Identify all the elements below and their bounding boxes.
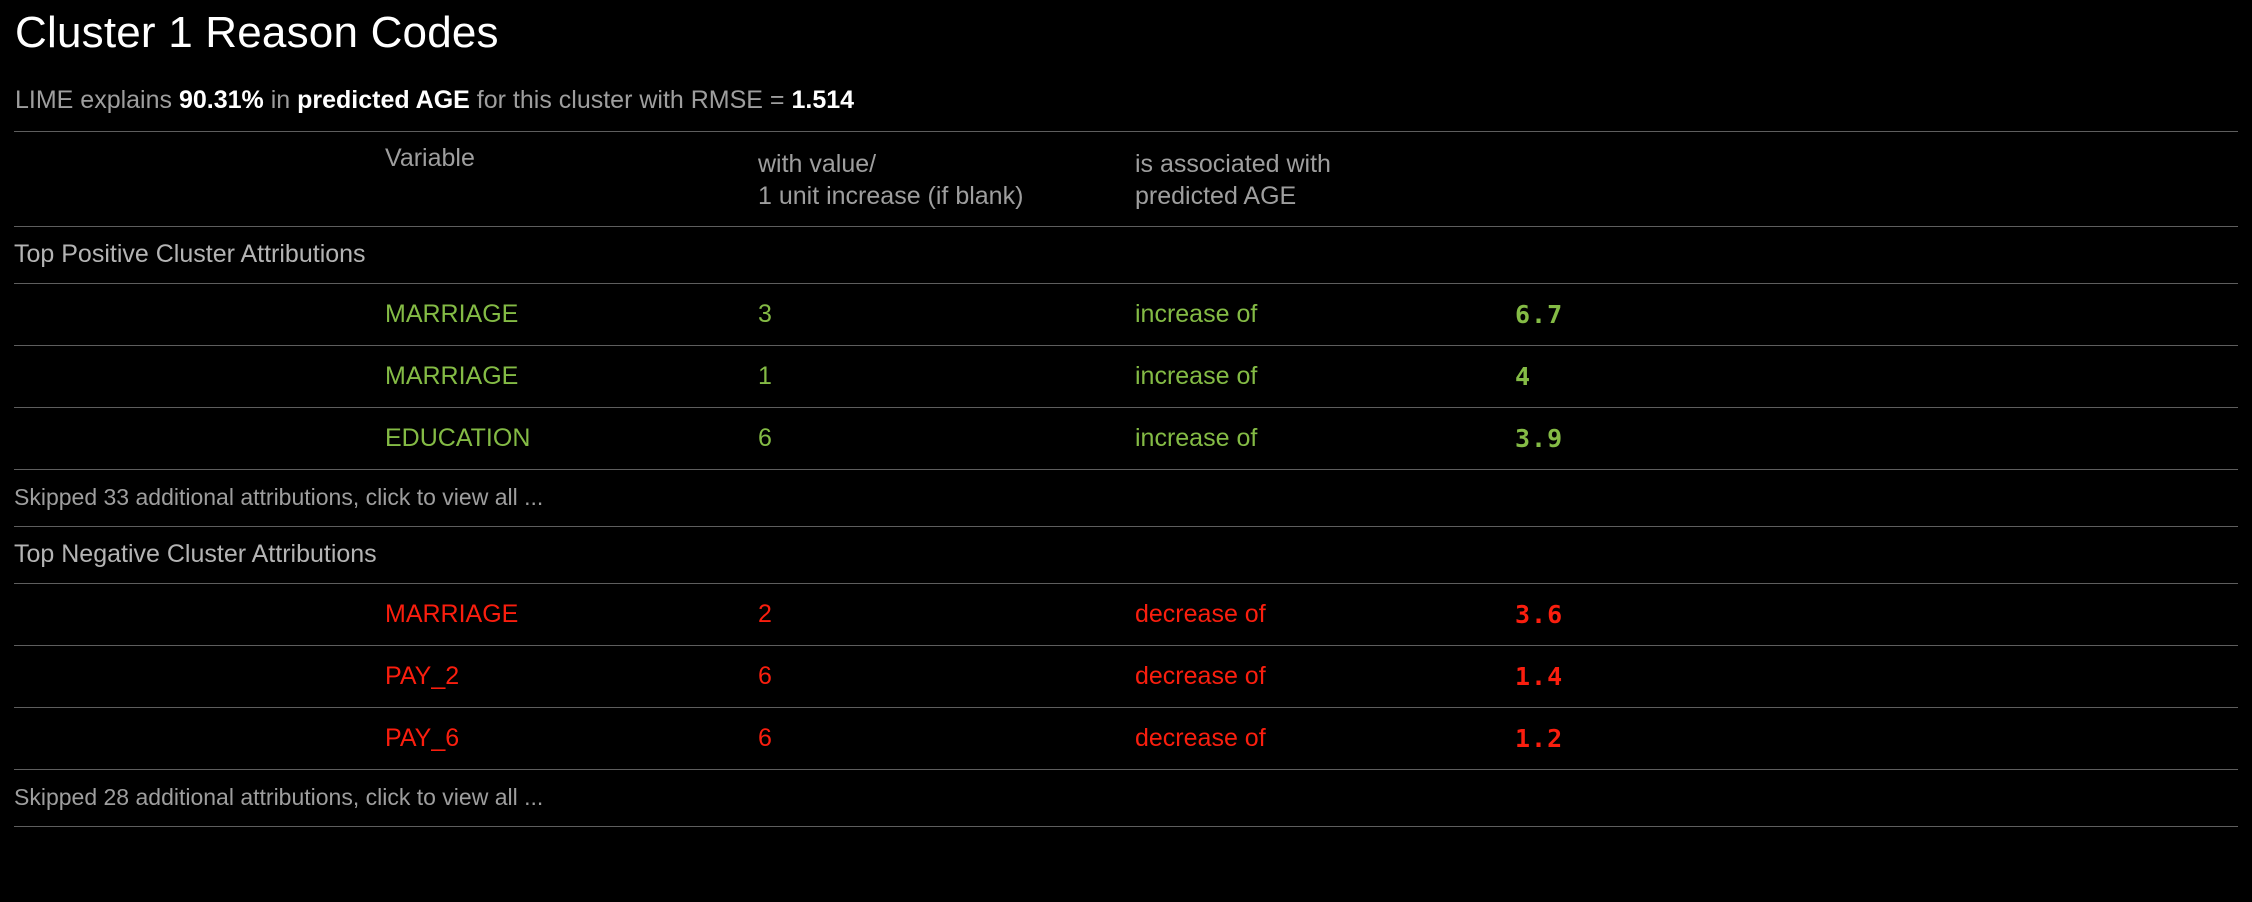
table-row[interactable]: EDUCATION 6 increase of 3.9 xyxy=(14,407,2238,470)
page-title: Cluster 1 Reason Codes xyxy=(15,8,499,57)
row-value: 6 xyxy=(758,407,1135,470)
section-title-negative: Top Negative Cluster Attributions xyxy=(14,526,2238,584)
table-header-row: Variable with value/ 1 unit increase (if… xyxy=(14,130,2238,227)
row-variable: PAY_6 xyxy=(385,707,758,770)
table-row[interactable]: MARRIAGE 3 increase of 6.7 xyxy=(14,283,2238,346)
row-spacer-cell xyxy=(14,407,385,470)
skipped-note-text[interactable]: Skipped 28 additional attributions, clic… xyxy=(14,769,2238,827)
row-spacer-cell xyxy=(14,345,385,408)
header-value: with value/ 1 unit increase (if blank) xyxy=(758,130,1135,227)
row-effect: increase of xyxy=(1135,283,1515,346)
explained-percent: 90.31% xyxy=(178,85,264,114)
rmse-value: 1.514 xyxy=(791,85,855,114)
target-variable: predicted AGE xyxy=(297,85,470,114)
header-value-line2: 1 unit increase (if blank) xyxy=(758,181,1024,210)
section-header-negative: Top Negative Cluster Attributions xyxy=(14,526,2238,584)
row-value: 1 xyxy=(758,345,1135,408)
row-amount: 4 xyxy=(1515,345,2238,408)
summary-prefix: LIME explains xyxy=(15,85,179,114)
skipped-note-text[interactable]: Skipped 33 additional attributions, clic… xyxy=(14,469,2238,527)
skipped-note-negative[interactable]: Skipped 28 additional attributions, clic… xyxy=(14,769,2238,827)
section-title-positive: Top Positive Cluster Attributions xyxy=(14,226,2238,284)
row-spacer-cell xyxy=(14,283,385,346)
attributions-table: Variable with value/ 1 unit increase (if… xyxy=(14,130,2238,827)
row-amount: 3.6 xyxy=(1515,583,2238,646)
lime-summary-text: LIME explains 90.31% in predicted AGE fo… xyxy=(14,59,2238,131)
header-variable: Variable xyxy=(385,130,758,227)
row-effect: increase of xyxy=(1135,407,1515,470)
header-effect-line2: predicted AGE xyxy=(1135,181,1297,210)
header-spacer-cell xyxy=(14,130,385,227)
row-amount: 1.2 xyxy=(1515,707,2238,770)
header-effect: is associated with predicted AGE xyxy=(1135,130,1515,227)
row-effect: decrease of xyxy=(1135,707,1515,770)
header-effect-line1: is associated with xyxy=(1135,149,1331,178)
table-row[interactable]: PAY_2 6 decrease of 1.4 xyxy=(14,645,2238,708)
row-value: 3 xyxy=(758,283,1135,346)
row-spacer-cell xyxy=(14,707,385,770)
row-spacer-cell xyxy=(14,645,385,708)
row-variable: PAY_2 xyxy=(385,645,758,708)
row-spacer-cell xyxy=(14,583,385,646)
summary-in: in xyxy=(263,85,298,114)
row-variable: MARRIAGE xyxy=(385,345,758,408)
row-variable: MARRIAGE xyxy=(385,583,758,646)
row-amount: 3.9 xyxy=(1515,407,2238,470)
row-effect: increase of xyxy=(1135,345,1515,408)
row-effect: decrease of xyxy=(1135,645,1515,708)
row-value: 6 xyxy=(758,707,1135,770)
table-row[interactable]: MARRIAGE 2 decrease of 3.6 xyxy=(14,583,2238,646)
row-amount: 6.7 xyxy=(1515,283,2238,346)
row-variable: EDUCATION xyxy=(385,407,758,470)
skipped-note-positive[interactable]: Skipped 33 additional attributions, clic… xyxy=(14,469,2238,527)
row-amount: 1.4 xyxy=(1515,645,2238,708)
header-value-line1: with value/ xyxy=(758,149,877,178)
row-effect: decrease of xyxy=(1135,583,1515,646)
table-row[interactable]: MARRIAGE 1 increase of 4 xyxy=(14,345,2238,408)
header-amount xyxy=(1515,130,2238,227)
row-value: 6 xyxy=(758,645,1135,708)
summary-rmse-label: for this cluster with RMSE = xyxy=(469,85,792,114)
table-row[interactable]: PAY_6 6 decrease of 1.2 xyxy=(14,707,2238,770)
row-value: 2 xyxy=(758,583,1135,646)
section-header-positive: Top Positive Cluster Attributions xyxy=(14,226,2238,284)
row-variable: MARRIAGE xyxy=(385,283,758,346)
